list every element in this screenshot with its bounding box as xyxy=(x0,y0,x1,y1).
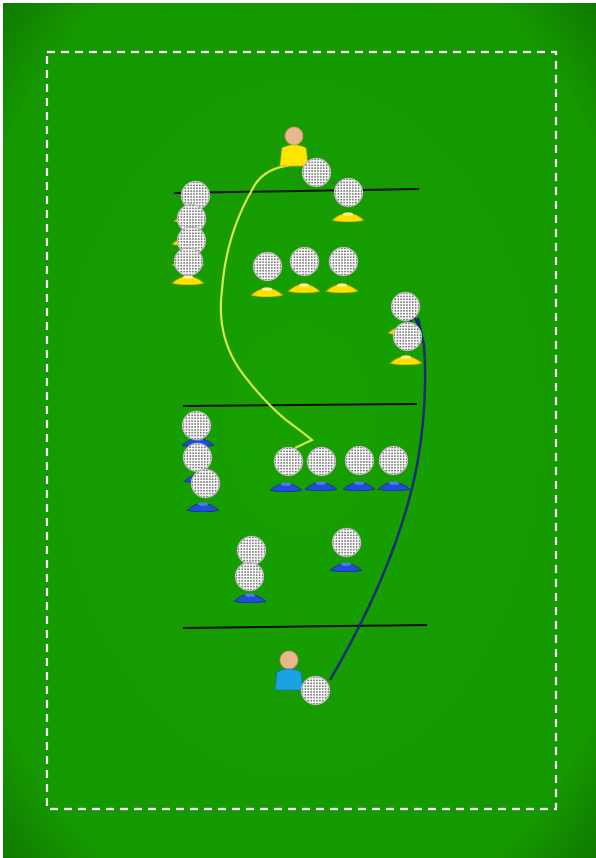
soccer-ball-icon xyxy=(334,178,362,206)
yellow-cone-row xyxy=(251,247,358,297)
soccer-ball-icon xyxy=(235,562,263,590)
player-head-icon xyxy=(280,651,298,669)
soccer-ball-icon xyxy=(182,411,210,439)
soccer-ball-icon xyxy=(274,447,302,475)
soccer-ball-icon xyxy=(183,443,211,471)
soccer-ball-icon xyxy=(290,247,318,275)
soccer-ball-icon xyxy=(379,446,407,474)
soccer-ball-icon xyxy=(301,676,329,704)
soccer-ball-icon xyxy=(237,536,265,564)
soccer-ball-icon xyxy=(191,469,219,497)
soccer-ball-icon xyxy=(307,447,335,475)
player-shirt-icon xyxy=(280,145,308,166)
soccer-ball-icon xyxy=(332,528,360,556)
soccer-ball-icon xyxy=(174,247,202,275)
soccer-ball-icon xyxy=(391,292,419,320)
soccer-ball-icon xyxy=(302,158,330,186)
soccer-ball-icon xyxy=(345,446,373,474)
player-head-icon xyxy=(285,127,303,145)
soccer-ball-icon xyxy=(253,252,281,280)
player-shirt-icon xyxy=(275,669,303,690)
soccer-ball-icon xyxy=(393,322,421,350)
soccer-ball-icon xyxy=(329,247,357,275)
